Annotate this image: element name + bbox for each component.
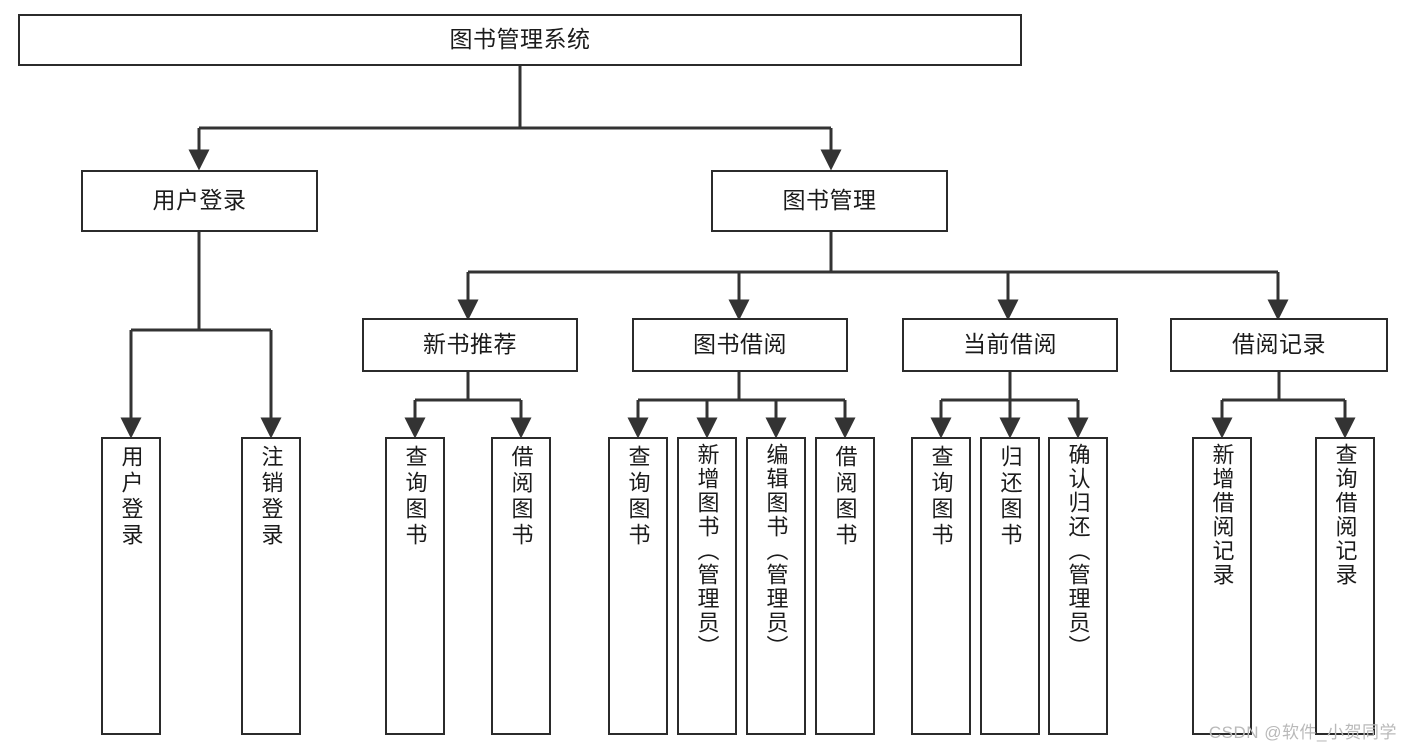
node-label: 查询图书 [928, 445, 954, 549]
node-label: 查询借阅记录 [1332, 443, 1358, 587]
node-leaf-return-book[interactable]: 归还图书 [980, 437, 1040, 735]
node-label: 用户登录 [152, 187, 247, 214]
node-label: 查询图书 [625, 445, 651, 549]
node-leaf-query-book-recommendation[interactable]: 查询图书 [385, 437, 445, 735]
node-leaf-logout[interactable]: 注销登录 [241, 437, 301, 735]
node-label: 图书借阅 [693, 331, 787, 358]
node-current-borrowing[interactable]: 当前借阅 [902, 318, 1118, 372]
node-leaf-confirm-return[interactable]: 确认归还（管理员） [1048, 437, 1108, 735]
node-label: 新书推荐 [423, 331, 517, 358]
node-leaf-query-book-current[interactable]: 查询图书 [911, 437, 971, 735]
node-label: 借阅记录 [1232, 331, 1326, 358]
node-user-login[interactable]: 用户登录 [81, 170, 318, 232]
node-leaf-user-login[interactable]: 用户登录 [101, 437, 161, 735]
node-label: 新增图书（管理员） [694, 443, 720, 659]
node-label: 编辑图书（管理员） [763, 443, 789, 659]
node-label: 图书管理 [782, 187, 877, 214]
node-label: 新增借阅记录 [1209, 443, 1235, 587]
node-leaf-add-borrowing-record[interactable]: 新增借阅记录 [1192, 437, 1252, 735]
node-label: 用户登录 [118, 445, 144, 549]
node-leaf-query-book-borrowing[interactable]: 查询图书 [608, 437, 668, 735]
node-new-book-recommendation[interactable]: 新书推荐 [362, 318, 578, 372]
node-book-borrowing[interactable]: 图书借阅 [632, 318, 848, 372]
node-label: 确认归还（管理员） [1065, 443, 1091, 659]
node-label: 当前借阅 [963, 331, 1057, 358]
node-book-management[interactable]: 图书管理 [711, 170, 948, 232]
node-leaf-query-borrowing-record[interactable]: 查询借阅记录 [1315, 437, 1375, 735]
node-leaf-borrow-book[interactable]: 借阅图书 [815, 437, 875, 735]
node-leaf-edit-book[interactable]: 编辑图书（管理员） [746, 437, 806, 735]
node-borrowing-record[interactable]: 借阅记录 [1170, 318, 1388, 372]
node-label: 归还图书 [997, 445, 1023, 549]
node-label: 注销登录 [258, 445, 284, 549]
node-label: 借阅图书 [832, 445, 858, 549]
node-leaf-borrow-book-recommendation[interactable]: 借阅图书 [491, 437, 551, 735]
node-leaf-add-book[interactable]: 新增图书（管理员） [677, 437, 737, 735]
node-label: 借阅图书 [508, 445, 534, 549]
node-label: 图书管理系统 [449, 26, 591, 53]
csdn-watermark: CSDN @软件_小贺同学 [1208, 723, 1397, 742]
node-label: 查询图书 [402, 445, 428, 549]
node-root-book-management-system[interactable]: 图书管理系统 [18, 14, 1022, 66]
